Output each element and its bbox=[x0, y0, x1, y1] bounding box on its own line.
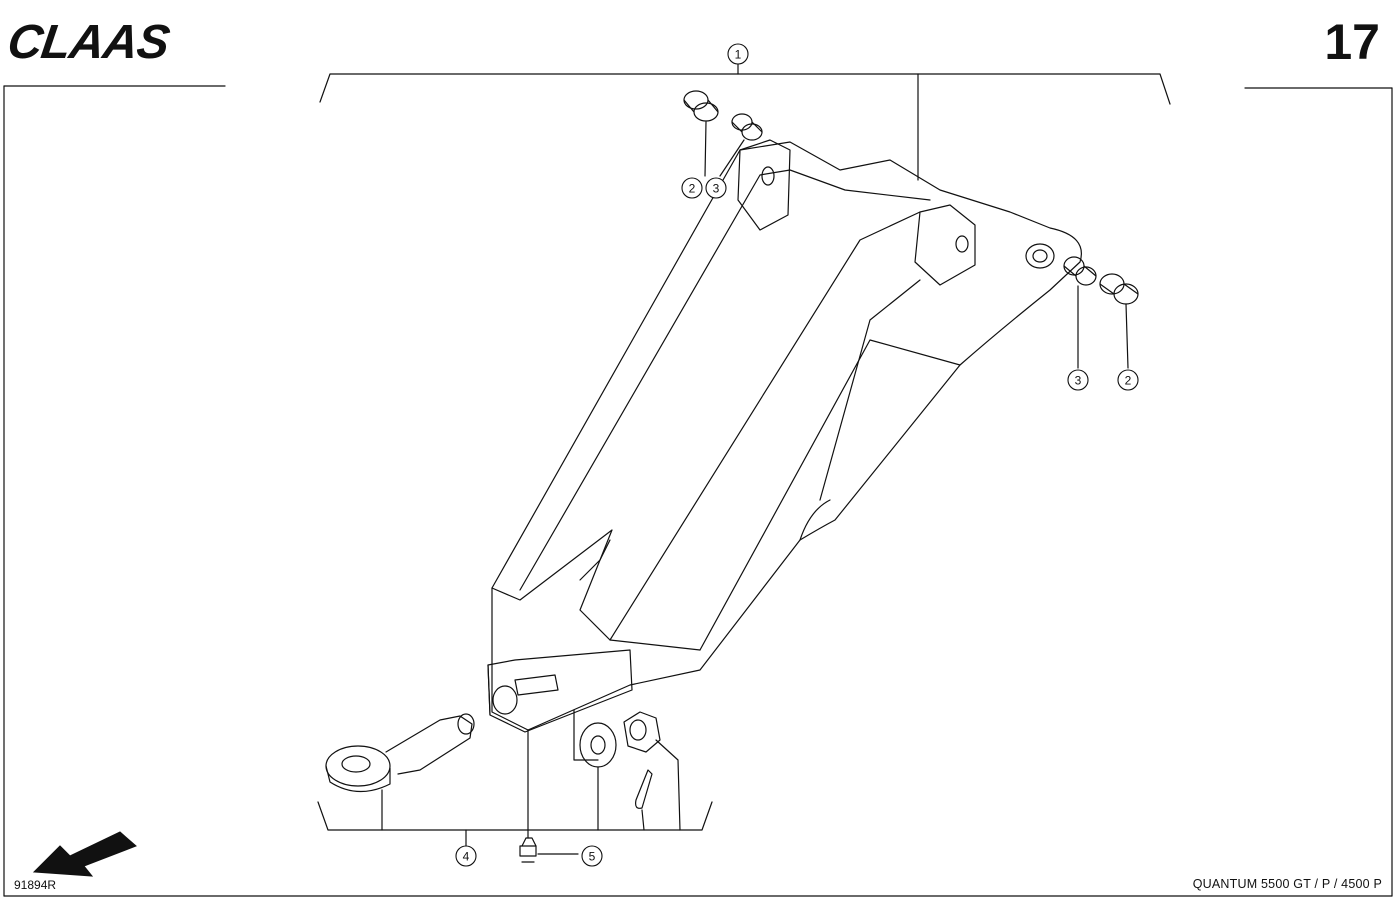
callout-5-bottom: 5 bbox=[581, 845, 603, 867]
lug-right bbox=[914, 204, 976, 286]
claas-logo: CLAAS bbox=[8, 15, 173, 66]
drawbar-eye bbox=[325, 713, 475, 793]
leader-4-block bbox=[573, 709, 599, 761]
document-code: 91894R bbox=[14, 878, 57, 892]
callout-2-left: 2 bbox=[681, 177, 703, 199]
leader-2-right bbox=[1125, 303, 1129, 369]
bracket-assembly-1 bbox=[319, 73, 1171, 105]
lug-right-hole bbox=[955, 235, 969, 253]
arrow-icon bbox=[32, 831, 137, 877]
castle-nut bbox=[623, 711, 661, 753]
bracket-group-4 bbox=[317, 801, 713, 831]
frame-arm-lower-rib bbox=[699, 339, 961, 651]
leader-4-pin bbox=[641, 809, 645, 831]
split-pin bbox=[635, 769, 653, 809]
svg-text:3: 3 bbox=[1075, 374, 1082, 388]
mount-block bbox=[487, 649, 633, 733]
callout-2-right: 2 bbox=[1117, 369, 1139, 391]
mount-block-edge bbox=[487, 664, 491, 716]
svg-text:3: 3 bbox=[713, 182, 720, 196]
lug-left-hole bbox=[761, 166, 775, 186]
leader-3-left bbox=[719, 139, 745, 177]
grease-nipple bbox=[519, 837, 537, 863]
frame-arm-inner-web bbox=[819, 279, 921, 501]
mount-block-tab bbox=[514, 674, 559, 696]
callout-4-bottom: 4 bbox=[455, 845, 477, 867]
callout-3-left: 3 bbox=[705, 177, 727, 199]
lug-left bbox=[737, 139, 791, 231]
callout-3-right: 3 bbox=[1067, 369, 1089, 391]
mount-block-bore bbox=[492, 685, 518, 715]
leader-2-left bbox=[704, 121, 707, 177]
pivot-eye-right bbox=[1025, 243, 1055, 269]
svg-text:1: 1 bbox=[735, 48, 742, 62]
frame-arm-rib bbox=[609, 211, 921, 641]
frame-arm-outline bbox=[491, 141, 1082, 731]
pivot-eye-right-bore bbox=[1032, 249, 1048, 263]
bushing-3-right bbox=[1063, 256, 1097, 286]
leader-4-nut bbox=[655, 739, 681, 831]
brand-text: CLAAS bbox=[8, 15, 173, 66]
svg-text:5: 5 bbox=[589, 850, 596, 864]
frame-arm-curve bbox=[799, 499, 831, 541]
model-designation: QUANTUM 5500 GT / P / 4500 P bbox=[1192, 877, 1382, 891]
svg-text:2: 2 bbox=[1125, 374, 1132, 388]
svg-text:2: 2 bbox=[689, 182, 696, 196]
bushing-3-left bbox=[731, 113, 763, 141]
bushing-2-right bbox=[1099, 273, 1139, 305]
callout-1-top: 1 bbox=[727, 43, 749, 65]
frame-arm-nose bbox=[491, 529, 701, 651]
svg-text:4: 4 bbox=[463, 850, 470, 864]
frame-arm-inner-top bbox=[519, 169, 931, 591]
page-number: 17 bbox=[1324, 14, 1380, 70]
frame-arm-slot bbox=[579, 539, 611, 581]
bushing-2-left bbox=[683, 90, 719, 122]
